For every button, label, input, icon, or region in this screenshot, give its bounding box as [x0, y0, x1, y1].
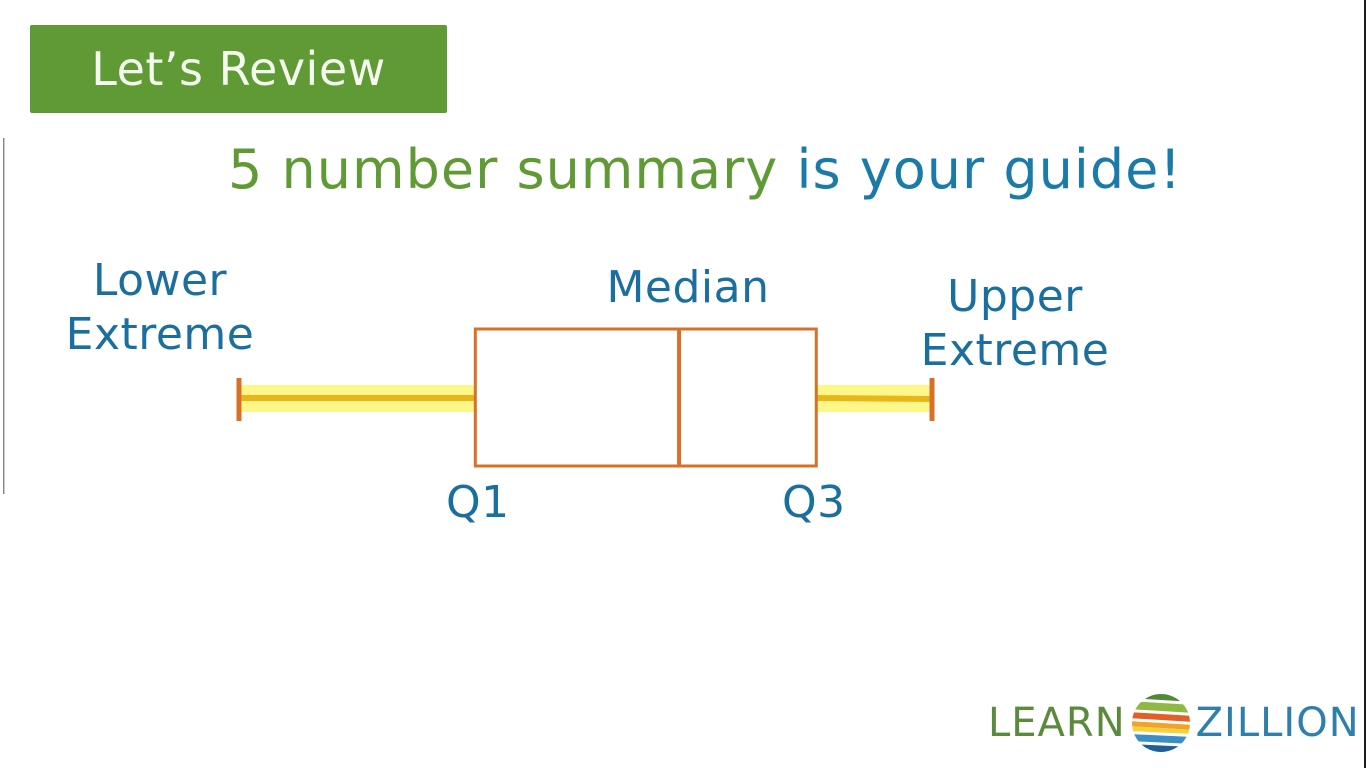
lower-extreme-label-line1: Lower: [92, 255, 228, 306]
lets-review-banner: Let’s Review: [30, 25, 447, 113]
logo-sphere-icon: [1131, 694, 1190, 752]
lower-extreme-label-line2: Extreme: [65, 309, 255, 360]
title-part-green: 5 number summary: [228, 138, 779, 201]
upper-whisker-line: [816, 395, 933, 402]
right-edge-rule: [1364, 0, 1366, 768]
logo-text-zillion: ZILLION: [1195, 700, 1360, 746]
left-edge-rule: [3, 138, 5, 494]
upper-extreme-label: Upper Extreme: [915, 270, 1115, 378]
slide-title: 5 number summary is your guide!: [0, 138, 1366, 201]
lower-extreme-label: Lower Extreme: [60, 254, 260, 362]
quartile-box: [473, 327, 818, 468]
upper-extreme-label-line2: Extreme: [920, 325, 1110, 376]
median-label: Median: [606, 262, 770, 313]
q3-label: Q3: [782, 477, 846, 528]
logo-text-learn: LEARN: [988, 700, 1126, 746]
upper-extreme-label-line1: Upper: [947, 271, 1083, 322]
q1-label: Q1: [446, 477, 510, 528]
learnzillion-logo: LEARN ZILLION: [988, 692, 1360, 754]
title-part-blue: is your guide!: [796, 138, 1182, 201]
banner-label: Let’s Review: [91, 42, 386, 96]
